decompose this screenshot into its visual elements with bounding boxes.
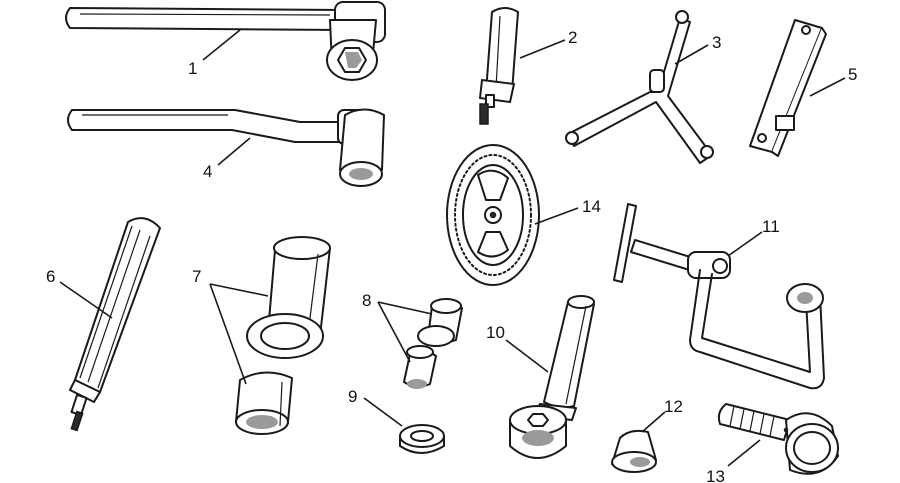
- callout-9: 9: [348, 387, 357, 406]
- tool-1-socket-wrench: [65, 1, 386, 81]
- tool-8-adapter-pair: [403, 298, 463, 389]
- tool-7-sleeve-set: [235, 236, 331, 435]
- leader-lines: [59, 29, 846, 467]
- tool-6-knurled-drift: [69, 217, 161, 432]
- tool-9-ring: [399, 424, 445, 454]
- callout-4: 4: [203, 162, 212, 181]
- callout-11: 11: [762, 217, 780, 236]
- tool-3-tripod-plate: [565, 10, 714, 164]
- callout-10: 10: [486, 323, 505, 342]
- callout-6: 6: [46, 267, 55, 286]
- callout-3: 3: [712, 33, 721, 52]
- callout-12: 12: [664, 397, 683, 416]
- callout-5: 5: [848, 65, 857, 84]
- callout-7: 7: [192, 267, 201, 286]
- tool-2-pin-punch: [479, 7, 519, 125]
- tool-13-knurled-screw: [717, 403, 839, 475]
- callout-13: 13: [706, 467, 725, 483]
- tool-11-clamp-press: [613, 203, 825, 390]
- callout-14: 14: [582, 197, 601, 216]
- callout-1: 1: [188, 59, 197, 78]
- tool-10-long-socket: [509, 295, 595, 459]
- tool-4-offset-wrench: [67, 108, 385, 187]
- callout-8: 8: [362, 291, 371, 310]
- callout-numbers: 1 2 3 4 5 6 7 8 9 10 11 12 13 14: [46, 28, 857, 483]
- tool-14-degree-wheel: [446, 144, 540, 286]
- callout-2: 2: [568, 28, 577, 47]
- tool-5-flat-bar: [749, 19, 827, 157]
- tool-12-cone-cup: [611, 429, 657, 473]
